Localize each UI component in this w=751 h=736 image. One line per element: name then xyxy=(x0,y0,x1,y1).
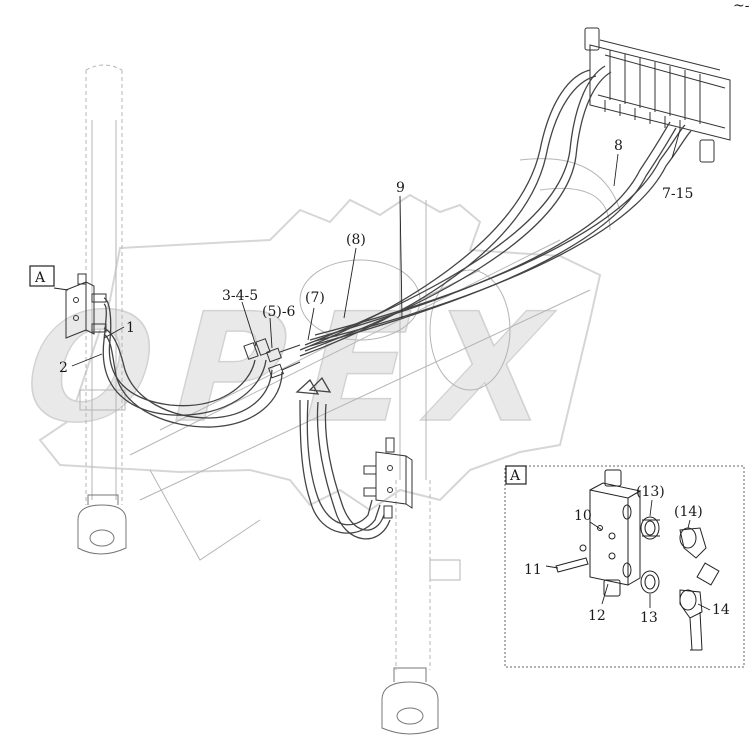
callout-8-paren: (8) xyxy=(346,232,366,248)
watermark-gear xyxy=(38,193,602,512)
hose-loop-1-2 xyxy=(102,297,283,428)
fitting-13 xyxy=(640,516,660,594)
valve-bank xyxy=(584,27,731,163)
callout-2: 2 xyxy=(59,360,68,376)
callout-1: 1 xyxy=(126,320,135,336)
detail-callout-13: 13 xyxy=(640,610,658,626)
detail-callout-11: 11 xyxy=(524,562,542,578)
callout-5-6: (5)-6 xyxy=(262,304,296,320)
valve-block-12 xyxy=(589,469,642,597)
detail-callout-14-paren: (14) xyxy=(674,504,703,520)
view-marker-box xyxy=(29,265,55,287)
detail-marker-label: A xyxy=(509,468,521,484)
callout-3-4-5: 3-4-5 xyxy=(222,288,258,304)
callout-8: 8 xyxy=(614,138,623,154)
detail-marker-box xyxy=(505,465,527,485)
detail-callout-10: 10 xyxy=(574,508,592,524)
detail-callout-13-paren: (13) xyxy=(636,484,665,500)
hose-loop-lower xyxy=(295,376,391,540)
callout-7: (7) xyxy=(305,290,325,306)
callout-9: 9 xyxy=(396,180,405,196)
page-mark: ~- xyxy=(733,0,750,14)
detail-callout-12: 12 xyxy=(588,608,606,624)
detail-frame xyxy=(504,465,745,668)
screw-11 xyxy=(555,544,589,573)
detail-view-a: A xyxy=(504,465,745,668)
left-valve-block xyxy=(65,273,107,339)
mid-valve-block xyxy=(363,437,413,519)
center-fittings xyxy=(243,338,301,379)
view-marker-label: A xyxy=(34,270,46,286)
callout-7-15: 7-15 xyxy=(662,186,693,202)
detail-callout-14: 14 xyxy=(712,602,730,618)
machine-outline xyxy=(77,64,621,735)
detail-leaders xyxy=(545,499,711,611)
main-leaders xyxy=(71,129,681,367)
hose-bundle-8 xyxy=(299,65,692,357)
